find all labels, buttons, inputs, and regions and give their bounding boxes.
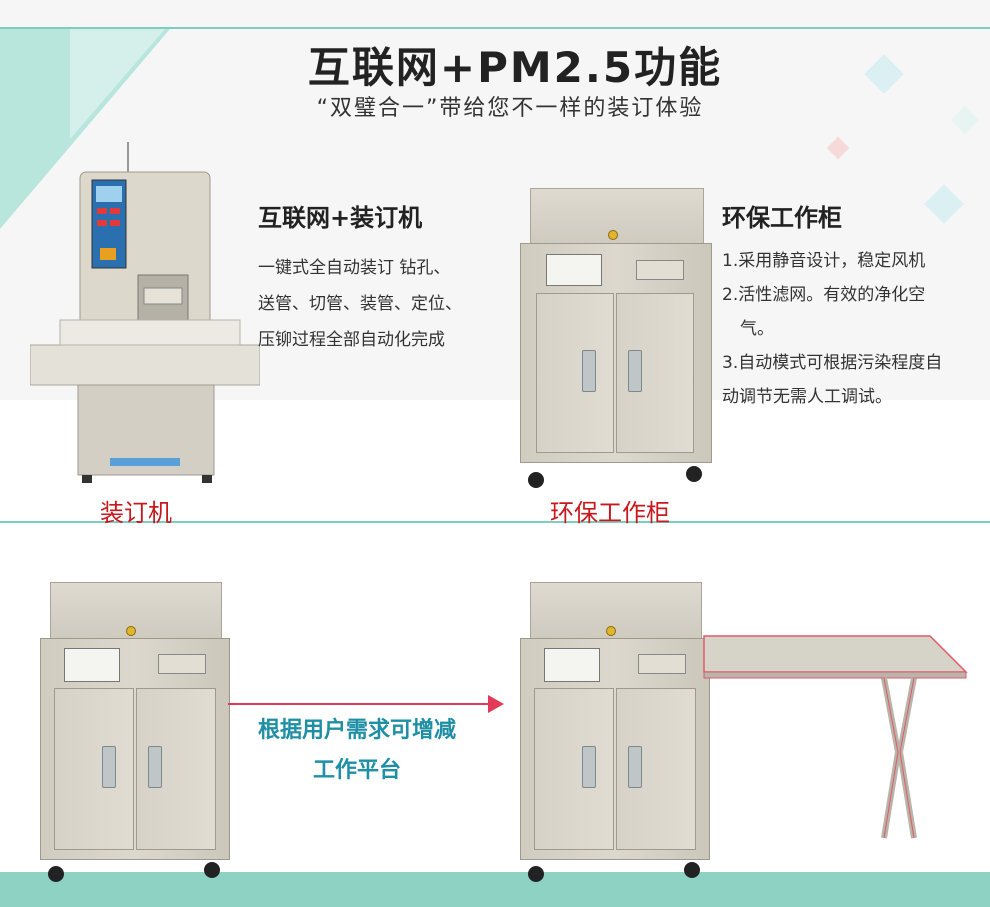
cabinet-door-right: [616, 293, 694, 453]
cabinet-top: [530, 582, 702, 644]
wheel: [686, 466, 702, 482]
door-handle-right: [628, 350, 642, 392]
arrow-right-icon: [488, 695, 504, 713]
wheel: [48, 866, 64, 882]
door-handle-right: [628, 746, 642, 788]
lock-icon: [126, 626, 136, 636]
cabinet-screen: [544, 648, 600, 682]
cabinet-top: [530, 188, 704, 250]
bottom-band: [0, 872, 990, 907]
cabinet-screen: [546, 254, 602, 286]
page-subtitle: “双璧合一”带给您不一样的装订体验: [316, 96, 704, 121]
cabinet-door-left: [536, 293, 614, 453]
door-handle-right: [148, 746, 162, 788]
cabinet-desc-line: 动调节无需人工调试。: [722, 387, 892, 407]
cabinet-desc-line: 气。: [740, 319, 774, 339]
cabinet-door-left: [534, 688, 614, 850]
lock-icon: [608, 230, 618, 240]
cabinet-desc-line: 3.自动模式可根据污染程度自: [722, 353, 943, 373]
wheel: [528, 472, 544, 488]
wheel: [204, 862, 220, 878]
cabinet-caption: 环保工作柜: [550, 499, 670, 527]
cabinet-screen: [64, 648, 120, 682]
cabinet-desc-line: 2.活性滤网。有效的净化空: [722, 285, 926, 305]
binder-desc-line: 送管、切管、装管、定位、: [258, 294, 462, 314]
cabinet-label: [638, 654, 686, 674]
cabinet-description: 1.采用静音设计，稳定风机 2.活性滤网。有效的净化空 气。 3.自动模式可根据…: [722, 244, 942, 414]
wheel: [528, 866, 544, 882]
binder-desc-line: 一键式全自动装订 钻孔、: [258, 258, 451, 278]
lock-icon: [606, 626, 616, 636]
arrow-line: [228, 703, 488, 705]
cabinet-desc-line: 1.采用静音设计，稳定风机: [722, 251, 926, 271]
upgrade-text-line1: 根据用户需求可增减: [257, 718, 456, 743]
wheel: [684, 862, 700, 878]
cabinet-image-top: [520, 188, 712, 493]
door-handle-left: [102, 746, 116, 788]
cabinet-section-title: 环保工作柜: [722, 204, 842, 232]
cabinet-top: [50, 582, 222, 644]
binder-description: 一键式全自动装订 钻孔、 送管、切管、装管、定位、 压铆过程全部自动化完成: [258, 250, 462, 358]
decorative-square: [924, 184, 964, 224]
cabinet-label: [158, 654, 206, 674]
cabinet-image-left: [40, 582, 230, 887]
binder-machine-image: [30, 142, 260, 483]
binder-section-title: 互联网+装订机: [258, 204, 423, 232]
binder-caption: 装订机: [100, 499, 172, 527]
work-platform-image: [703, 635, 968, 839]
section-divider: [0, 521, 990, 523]
decorative-square: [826, 136, 850, 160]
decorative-triangle-light: [70, 29, 165, 139]
top-border: [0, 27, 990, 29]
cabinet-door-left: [54, 688, 134, 850]
door-handle-left: [582, 746, 596, 788]
cabinet-label: [636, 260, 684, 280]
page-title: 互联网+PM2.5功能: [307, 43, 723, 92]
binder-desc-line: 压铆过程全部自动化完成: [258, 330, 445, 350]
upgrade-text-line2: 工作平台: [312, 758, 401, 783]
cabinet-image-right: [520, 582, 710, 887]
door-handle-left: [582, 350, 596, 392]
